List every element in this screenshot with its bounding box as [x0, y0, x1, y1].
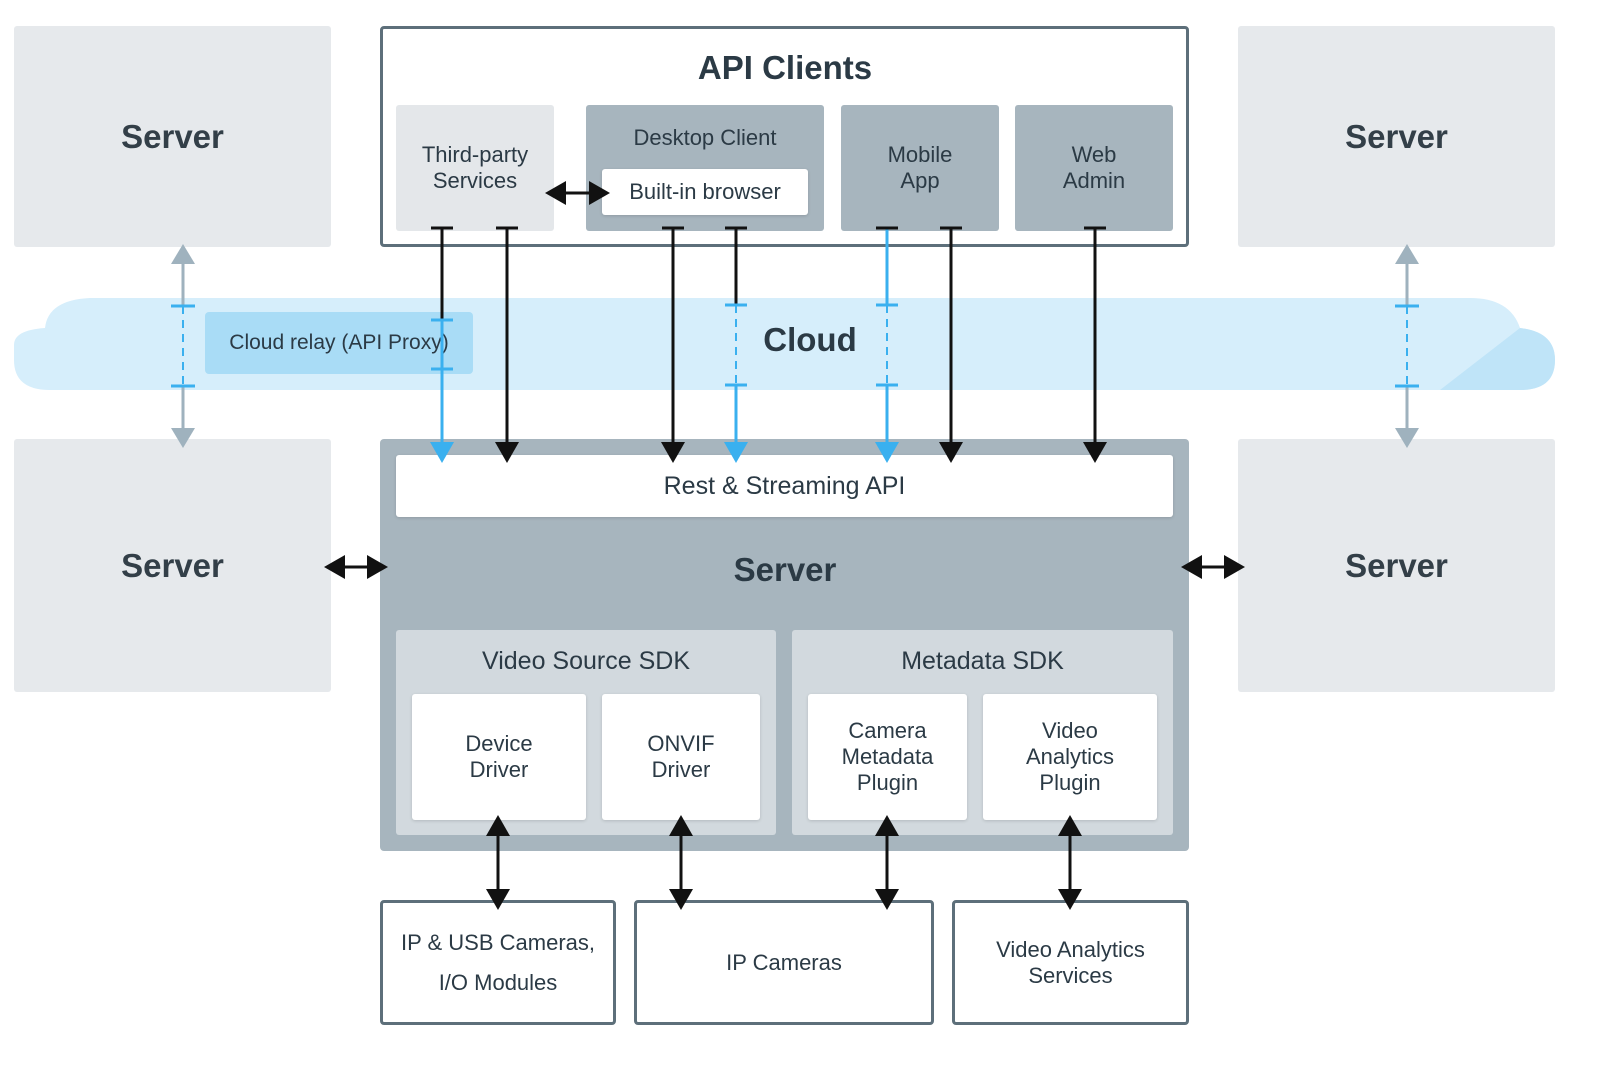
camera-metadata-plugin: Camera Metadata Plugin	[808, 694, 967, 820]
device-driver-label: Device Driver	[465, 731, 533, 782]
side-link-right	[1395, 244, 1419, 448]
api-clients-title-text: API Clients	[697, 49, 873, 86]
ip-usb-cameras: IP & USB Cameras, I/O Modules	[380, 900, 616, 1025]
built-in-browser: Built-in browser	[602, 169, 808, 215]
video-source-sdk-title: Video Source SDK	[482, 646, 690, 675]
main-server-title-text: Server	[733, 551, 837, 588]
rest-streaming-api: Rest & Streaming API	[396, 455, 1173, 517]
web-admin: Web Admin	[1015, 105, 1173, 231]
built-in-browser-label: Built-in browser	[629, 179, 781, 204]
server-top-right: Server	[1238, 26, 1555, 247]
server-top-right-label: Server	[1345, 117, 1448, 155]
horizontal-arrows	[324, 181, 1245, 579]
web-admin-label: Web Admin	[1062, 142, 1126, 193]
server-top-left: Server	[14, 26, 331, 247]
cloud-label: Cloud	[720, 318, 900, 362]
device-arrows	[486, 815, 1082, 910]
onvif-driver: ONVIF Driver	[602, 694, 760, 820]
server-bottom-right: Server	[1238, 439, 1555, 692]
metadata-sdk-title: Metadata SDK	[901, 646, 1064, 675]
third-party-services: Third-party Services	[396, 105, 554, 231]
rest-streaming-api-label: Rest & Streaming API	[663, 472, 906, 500]
mobile-app-label: Mobile App	[887, 142, 953, 193]
camera-metadata-plugin-label: Camera Metadata Plugin	[841, 718, 934, 795]
mobile-app: Mobile App	[841, 105, 999, 231]
ip-cameras: IP Cameras	[634, 900, 934, 1025]
third-party-services-label: Third-party Services	[421, 142, 529, 193]
onvif-driver-label: ONVIF Driver	[647, 731, 715, 782]
server-bottom-right-label: Server	[1345, 546, 1448, 584]
cloud-links	[430, 226, 899, 463]
video-analytics-plugin-label: Video Analytics Plugin	[1025, 718, 1115, 795]
video-analytics-services-label: Video Analytics Services	[996, 936, 1145, 988]
cloud-relay-label: Cloud relay (API Proxy)	[229, 331, 449, 354]
device-driver: Device Driver	[412, 694, 586, 820]
server-bottom-left: Server	[14, 439, 331, 692]
ip-cameras-label: IP Cameras	[726, 949, 842, 975]
server-bottom-left-label: Server	[121, 546, 224, 584]
video-analytics-plugin: Video Analytics Plugin	[983, 694, 1157, 820]
cloud-relay: Cloud relay (API Proxy)	[205, 312, 473, 374]
server-top-left-label: Server	[121, 117, 224, 155]
ip-usb-cameras-label: IP & USB Cameras, I/O Modules	[401, 929, 595, 995]
side-link-left	[171, 244, 195, 448]
api-clients-title: API Clients	[600, 48, 970, 88]
cloud-label-text: Cloud	[763, 321, 857, 358]
video-analytics-services: Video Analytics Services	[952, 900, 1189, 1025]
desktop-client-label: Desktop Client	[633, 125, 777, 150]
direct-links	[496, 226, 1106, 445]
main-server-title: Server	[680, 548, 890, 592]
